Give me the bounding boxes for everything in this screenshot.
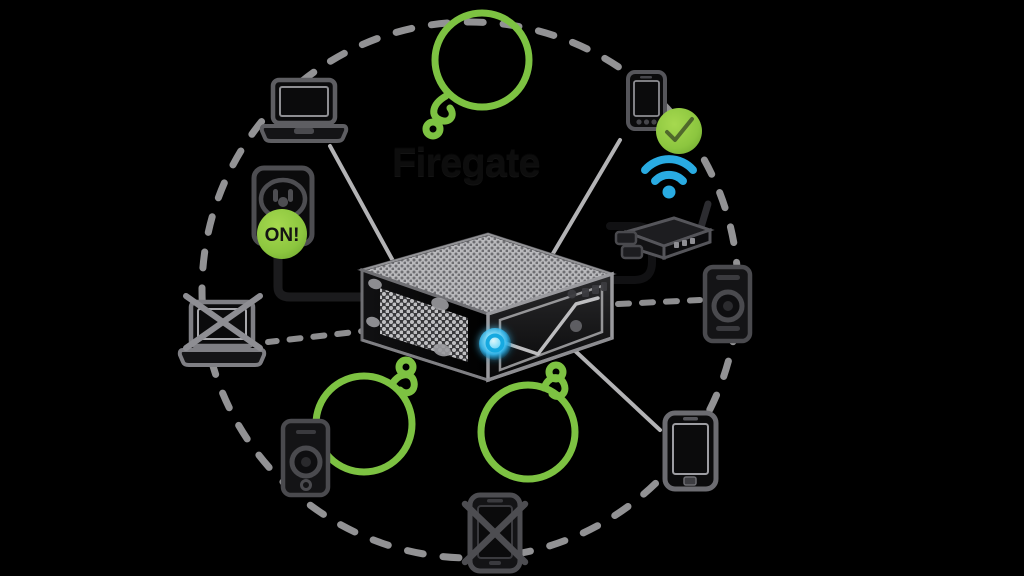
on-badge-label: ON! bbox=[265, 225, 300, 246]
check-badge bbox=[656, 108, 702, 154]
wifi-icon bbox=[641, 155, 697, 199]
phone-top-right[interactable] bbox=[626, 70, 668, 132]
spoke-laptop bbox=[328, 144, 400, 272]
speaker-right[interactable] bbox=[702, 264, 754, 344]
lasso-loop-top bbox=[422, 9, 533, 140]
blocked-x-icon bbox=[183, 293, 263, 351]
laptop-blocked-left[interactable] bbox=[177, 293, 268, 368]
spoke-tablet bbox=[570, 346, 662, 432]
on-badge: ON! bbox=[257, 209, 307, 259]
laptop-top-left[interactable] bbox=[259, 77, 349, 144]
tablet-bottom-right[interactable] bbox=[662, 410, 720, 492]
spoke-phone bbox=[546, 138, 622, 264]
firegate-appliance[interactable] bbox=[340, 222, 640, 402]
watermark-text: Firegate bbox=[392, 141, 541, 185]
spoke-blocked-laptop bbox=[265, 327, 375, 345]
wifi-router[interactable] bbox=[612, 196, 720, 266]
spoke-speaker bbox=[615, 297, 703, 307]
power-led bbox=[479, 328, 511, 360]
blocked-x-icon bbox=[461, 500, 529, 566]
lasso-loop-bottom-mid bbox=[477, 361, 579, 483]
speaker-bottom-left[interactable] bbox=[280, 418, 332, 498]
power-outlet[interactable]: ON! bbox=[246, 165, 328, 266]
tablet-blocked-bottom[interactable] bbox=[461, 492, 529, 576]
